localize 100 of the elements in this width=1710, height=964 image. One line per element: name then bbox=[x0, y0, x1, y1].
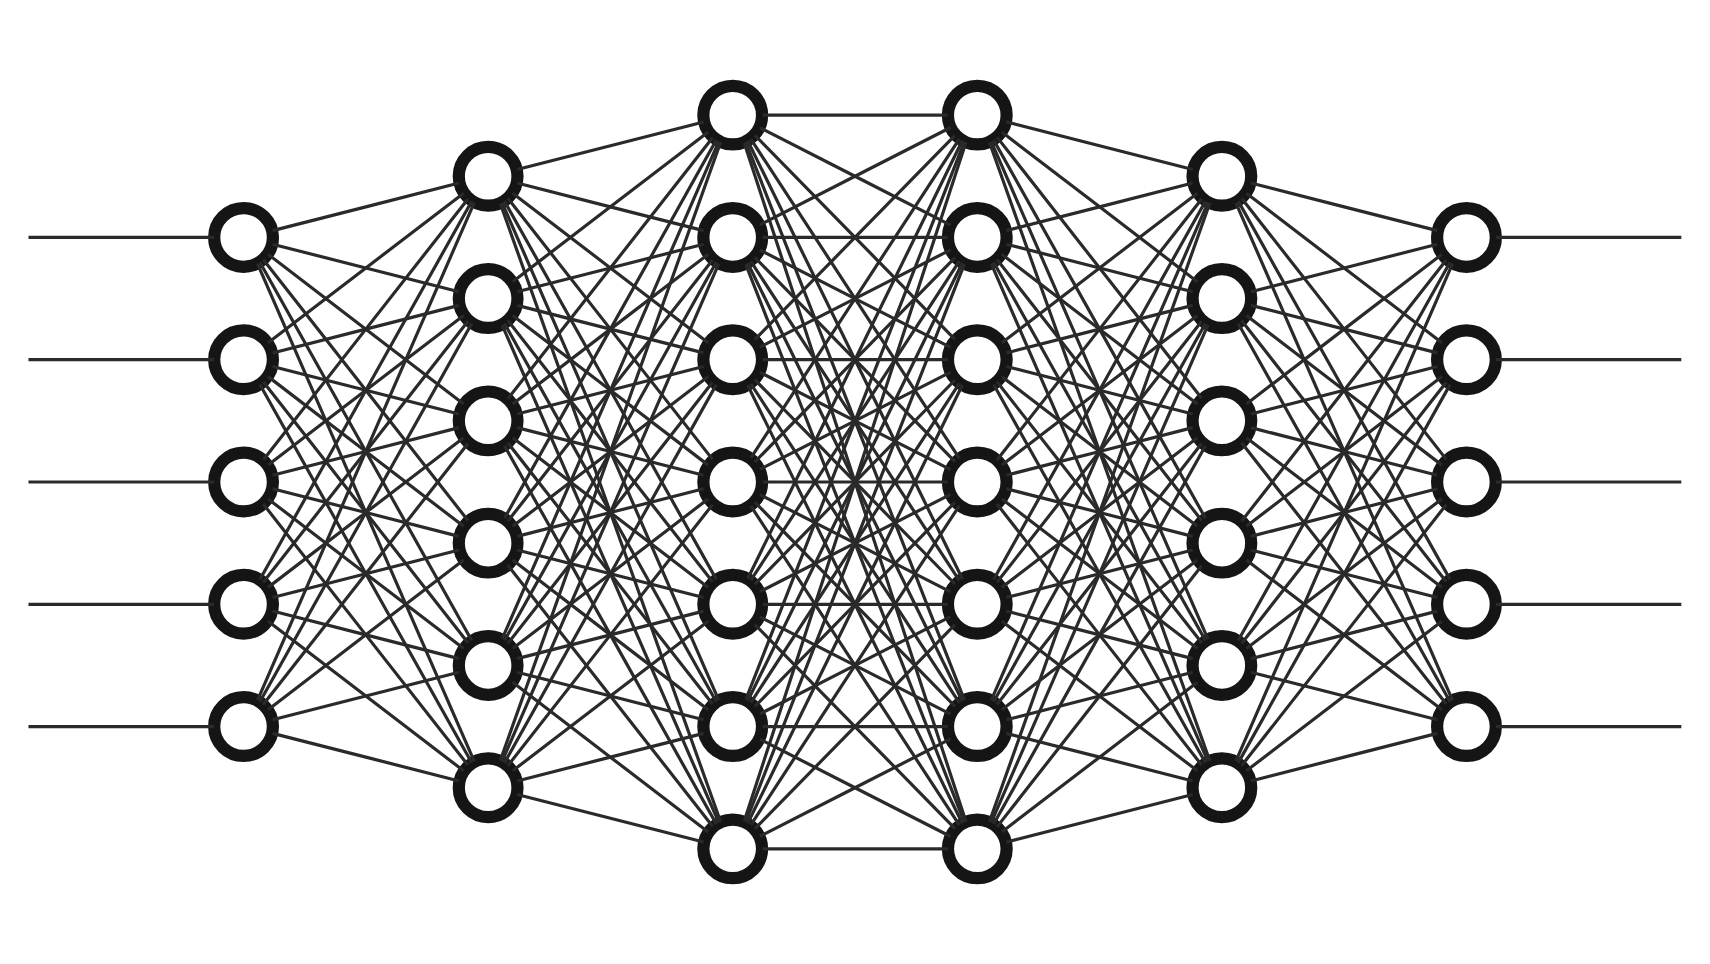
connector bbox=[272, 426, 460, 477]
connector bbox=[28, 725, 215, 729]
connector bbox=[1000, 436, 1199, 589]
node-circle bbox=[697, 568, 769, 640]
connector bbox=[759, 248, 952, 349]
node-circle bbox=[1186, 140, 1258, 212]
connector bbox=[272, 548, 460, 600]
connector bbox=[1250, 426, 1438, 477]
connector bbox=[503, 383, 718, 764]
connector bbox=[1000, 375, 1199, 528]
connector bbox=[267, 253, 465, 406]
connector bbox=[28, 358, 215, 362]
connector bbox=[1250, 242, 1438, 294]
connector bbox=[992, 383, 1207, 764]
connector bbox=[262, 503, 470, 767]
connector bbox=[1234, 263, 1454, 762]
connector bbox=[28, 602, 215, 606]
connector bbox=[503, 139, 718, 520]
node-circle bbox=[941, 201, 1013, 273]
connector bbox=[759, 126, 952, 227]
connector bbox=[262, 197, 470, 461]
connector bbox=[1245, 375, 1443, 528]
connector bbox=[1000, 191, 1199, 345]
connector bbox=[256, 263, 476, 763]
node-circle bbox=[452, 507, 524, 579]
connector bbox=[516, 731, 704, 783]
connector bbox=[272, 242, 460, 294]
node-circle bbox=[208, 201, 279, 273]
node-circle bbox=[1186, 629, 1258, 701]
connector bbox=[511, 681, 710, 834]
connector bbox=[516, 548, 704, 600]
connector bbox=[258, 200, 474, 581]
connector bbox=[1245, 497, 1443, 650]
connector bbox=[1005, 303, 1194, 355]
node-circle bbox=[208, 691, 279, 763]
connector bbox=[1005, 548, 1194, 600]
connector bbox=[1236, 261, 1452, 642]
connector bbox=[989, 263, 1210, 763]
connector bbox=[744, 141, 966, 701]
node-circle bbox=[1431, 568, 1502, 640]
connector bbox=[1005, 242, 1194, 294]
connector bbox=[753, 378, 957, 586]
connector bbox=[267, 191, 465, 345]
connector bbox=[753, 134, 957, 341]
connector bbox=[506, 197, 714, 461]
connector bbox=[498, 141, 723, 762]
connector bbox=[995, 503, 1203, 767]
connector bbox=[1234, 202, 1454, 701]
connector bbox=[1245, 558, 1443, 711]
connector bbox=[506, 381, 714, 645]
connector bbox=[1236, 383, 1452, 764]
node-circle bbox=[697, 201, 769, 273]
connector bbox=[516, 242, 704, 294]
connector bbox=[272, 609, 460, 661]
connector bbox=[1245, 436, 1443, 589]
node-circle bbox=[208, 446, 279, 518]
connector bbox=[503, 200, 718, 581]
connector bbox=[516, 487, 704, 538]
connector bbox=[762, 113, 948, 117]
connector bbox=[987, 202, 1212, 823]
connector bbox=[762, 358, 948, 362]
connector bbox=[511, 497, 710, 650]
connector bbox=[1495, 235, 1682, 239]
connector bbox=[28, 235, 215, 239]
connector bbox=[516, 120, 704, 172]
connector bbox=[1250, 609, 1438, 661]
connector bbox=[267, 619, 465, 773]
connector bbox=[1000, 681, 1199, 834]
node-circle bbox=[1431, 446, 1502, 518]
connector bbox=[516, 792, 704, 844]
connector bbox=[511, 375, 710, 528]
connector bbox=[506, 259, 714, 523]
connector bbox=[989, 324, 1210, 823]
connector bbox=[1000, 497, 1199, 650]
connector bbox=[28, 480, 215, 484]
connector bbox=[746, 262, 964, 702]
node-circle bbox=[452, 263, 524, 335]
connector bbox=[500, 140, 721, 640]
connector bbox=[749, 382, 961, 704]
connector bbox=[995, 380, 1203, 644]
node-circle bbox=[452, 629, 524, 701]
connector bbox=[516, 364, 704, 416]
node-circle bbox=[697, 813, 769, 885]
connector bbox=[1005, 487, 1194, 538]
connector bbox=[267, 497, 465, 650]
connector bbox=[516, 303, 704, 355]
connector bbox=[1250, 487, 1438, 538]
connector bbox=[1245, 619, 1443, 773]
node-circle bbox=[941, 446, 1013, 518]
connector bbox=[989, 201, 1210, 701]
connector bbox=[749, 260, 961, 582]
node-circle bbox=[941, 79, 1013, 151]
connector bbox=[1236, 322, 1452, 703]
node-circle bbox=[208, 324, 279, 396]
connector bbox=[1495, 725, 1682, 729]
connector bbox=[759, 615, 952, 716]
connector bbox=[1240, 441, 1448, 705]
connector bbox=[1250, 364, 1438, 416]
connector bbox=[272, 364, 460, 416]
connector bbox=[506, 503, 714, 767]
